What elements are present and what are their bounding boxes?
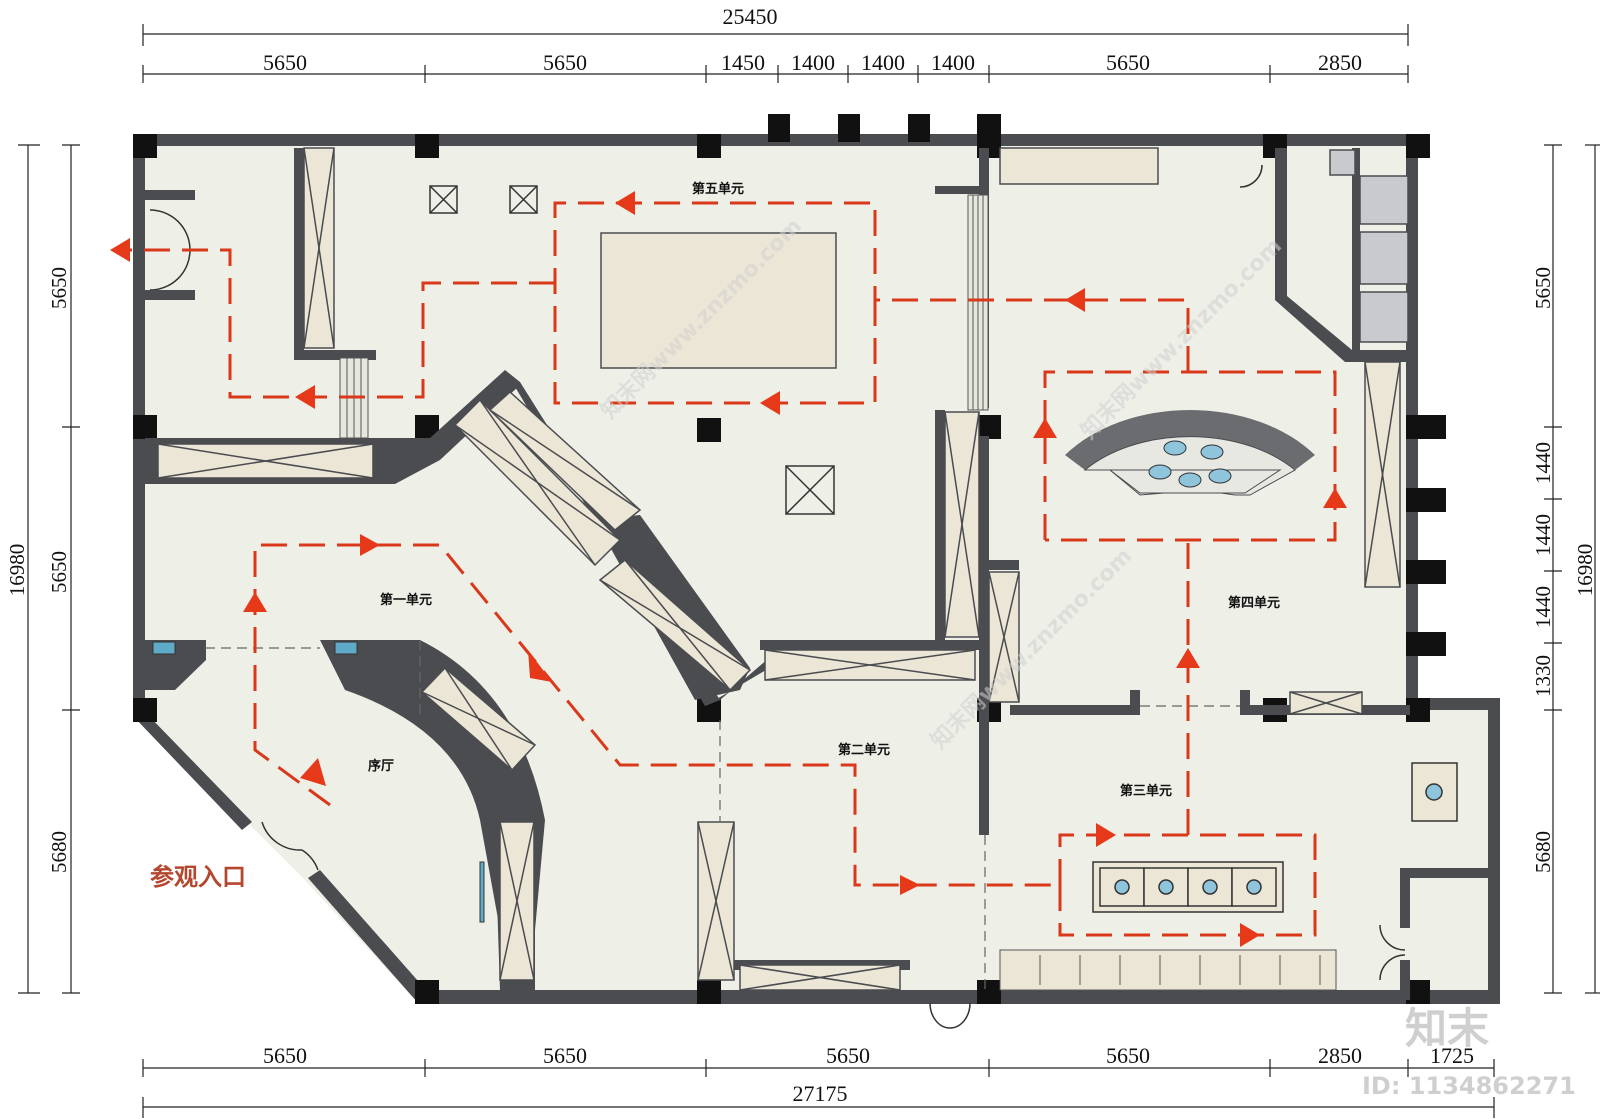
entrance-label: 参观入口: [150, 863, 246, 891]
dim-right-seg: 1440: [1531, 514, 1555, 556]
label-unit3: 第三单元: [1120, 783, 1172, 799]
dim-right-total: 16980: [1573, 544, 1597, 597]
dimension-labels: 25450 5650 5650 1450 1400 1400 1400 5650…: [5, 4, 1597, 1106]
dim-left-seg: 5680: [47, 831, 71, 873]
showcase-row: [1092, 762, 1458, 913]
visitor-route: [130, 201, 1337, 937]
cabinet: [988, 571, 1020, 703]
cabinet: [764, 649, 976, 681]
dim-right-seg: 1330: [1531, 655, 1555, 697]
exit-walls: [135, 190, 195, 300]
dim-left-seg: 5650: [47, 267, 71, 309]
dim-left-seg: 5650: [47, 551, 71, 593]
dim-top-seg: 1400: [791, 50, 835, 75]
dim-top-seg: 5650: [543, 50, 587, 75]
label-unit5: 第五单元: [692, 181, 744, 197]
dim-top-seg: 5650: [1106, 50, 1150, 75]
display-bench: [999, 949, 1337, 991]
doors: [149, 164, 1406, 1029]
dim-top-seg: 2850: [1318, 50, 1362, 75]
route-arrows: [110, 191, 1347, 947]
cabinet: [739, 964, 901, 991]
dim-top-seg: 1400: [931, 50, 975, 75]
cabinet: [303, 147, 335, 349]
dim-bottom-seg: 2850: [1318, 1043, 1362, 1068]
dim-left-total: 16980: [5, 544, 29, 597]
room-labels: 第五单元 第一单元 第四单元 第二单元 第三单元 序厅 参观入口: [150, 181, 1280, 891]
dim-right-seg: 5680: [1531, 831, 1555, 873]
zone-boundaries: [205, 640, 1240, 990]
dim-top-seg: 1450: [721, 50, 765, 75]
dim-top-total: 25450: [723, 4, 778, 29]
blue-markers: [152, 641, 485, 923]
arc-exhibit: [1065, 410, 1315, 496]
dim-bottom-seg: 1725: [1430, 1043, 1474, 1068]
cabinet: [999, 147, 1159, 185]
dim-top-seg: 5650: [263, 50, 307, 75]
dim-bottom-seg: 5650: [1106, 1043, 1150, 1068]
dimension-lines: [18, 24, 1600, 1118]
cabinet: [157, 443, 374, 479]
cabinet: [499, 821, 535, 981]
dim-right-seg: 5650: [1531, 267, 1555, 309]
dim-bottom-seg: 5650: [543, 1043, 587, 1068]
dim-right-seg: 1440: [1531, 586, 1555, 628]
label-unit4: 第四单元: [1228, 595, 1280, 611]
display-cabinets: [157, 147, 1401, 991]
cabinet: [1364, 361, 1401, 588]
central-exhibit-table: [600, 232, 837, 369]
cabinet: [488, 390, 642, 531]
cabinet: [1289, 691, 1363, 715]
restroom-stalls: [1329, 149, 1409, 343]
cabinet: [420, 666, 537, 772]
watermark-brand: 知末: [1405, 1004, 1489, 1053]
dim-bottom-seg: 5650: [826, 1043, 870, 1068]
small-exhibit: [509, 185, 538, 214]
cabinet: [453, 398, 622, 567]
label-unit2: 第二单元: [838, 742, 890, 758]
cabinet: [598, 559, 752, 692]
watermark-id: ID: 1134862271: [1362, 1072, 1576, 1100]
dim-right-seg: 1440: [1531, 442, 1555, 484]
cabinet: [944, 411, 980, 638]
small-exhibit: [429, 185, 458, 214]
small-exhibit: [785, 465, 835, 515]
cabinet: [697, 821, 735, 981]
label-lobby: 序厅: [368, 758, 394, 774]
dim-bottom-seg: 5650: [263, 1043, 307, 1068]
stairs: [339, 194, 989, 439]
label-unit1: 第一单元: [380, 592, 432, 608]
dim-bottom-total: 27175: [793, 1081, 848, 1106]
dim-top-seg: 1400: [861, 50, 905, 75]
